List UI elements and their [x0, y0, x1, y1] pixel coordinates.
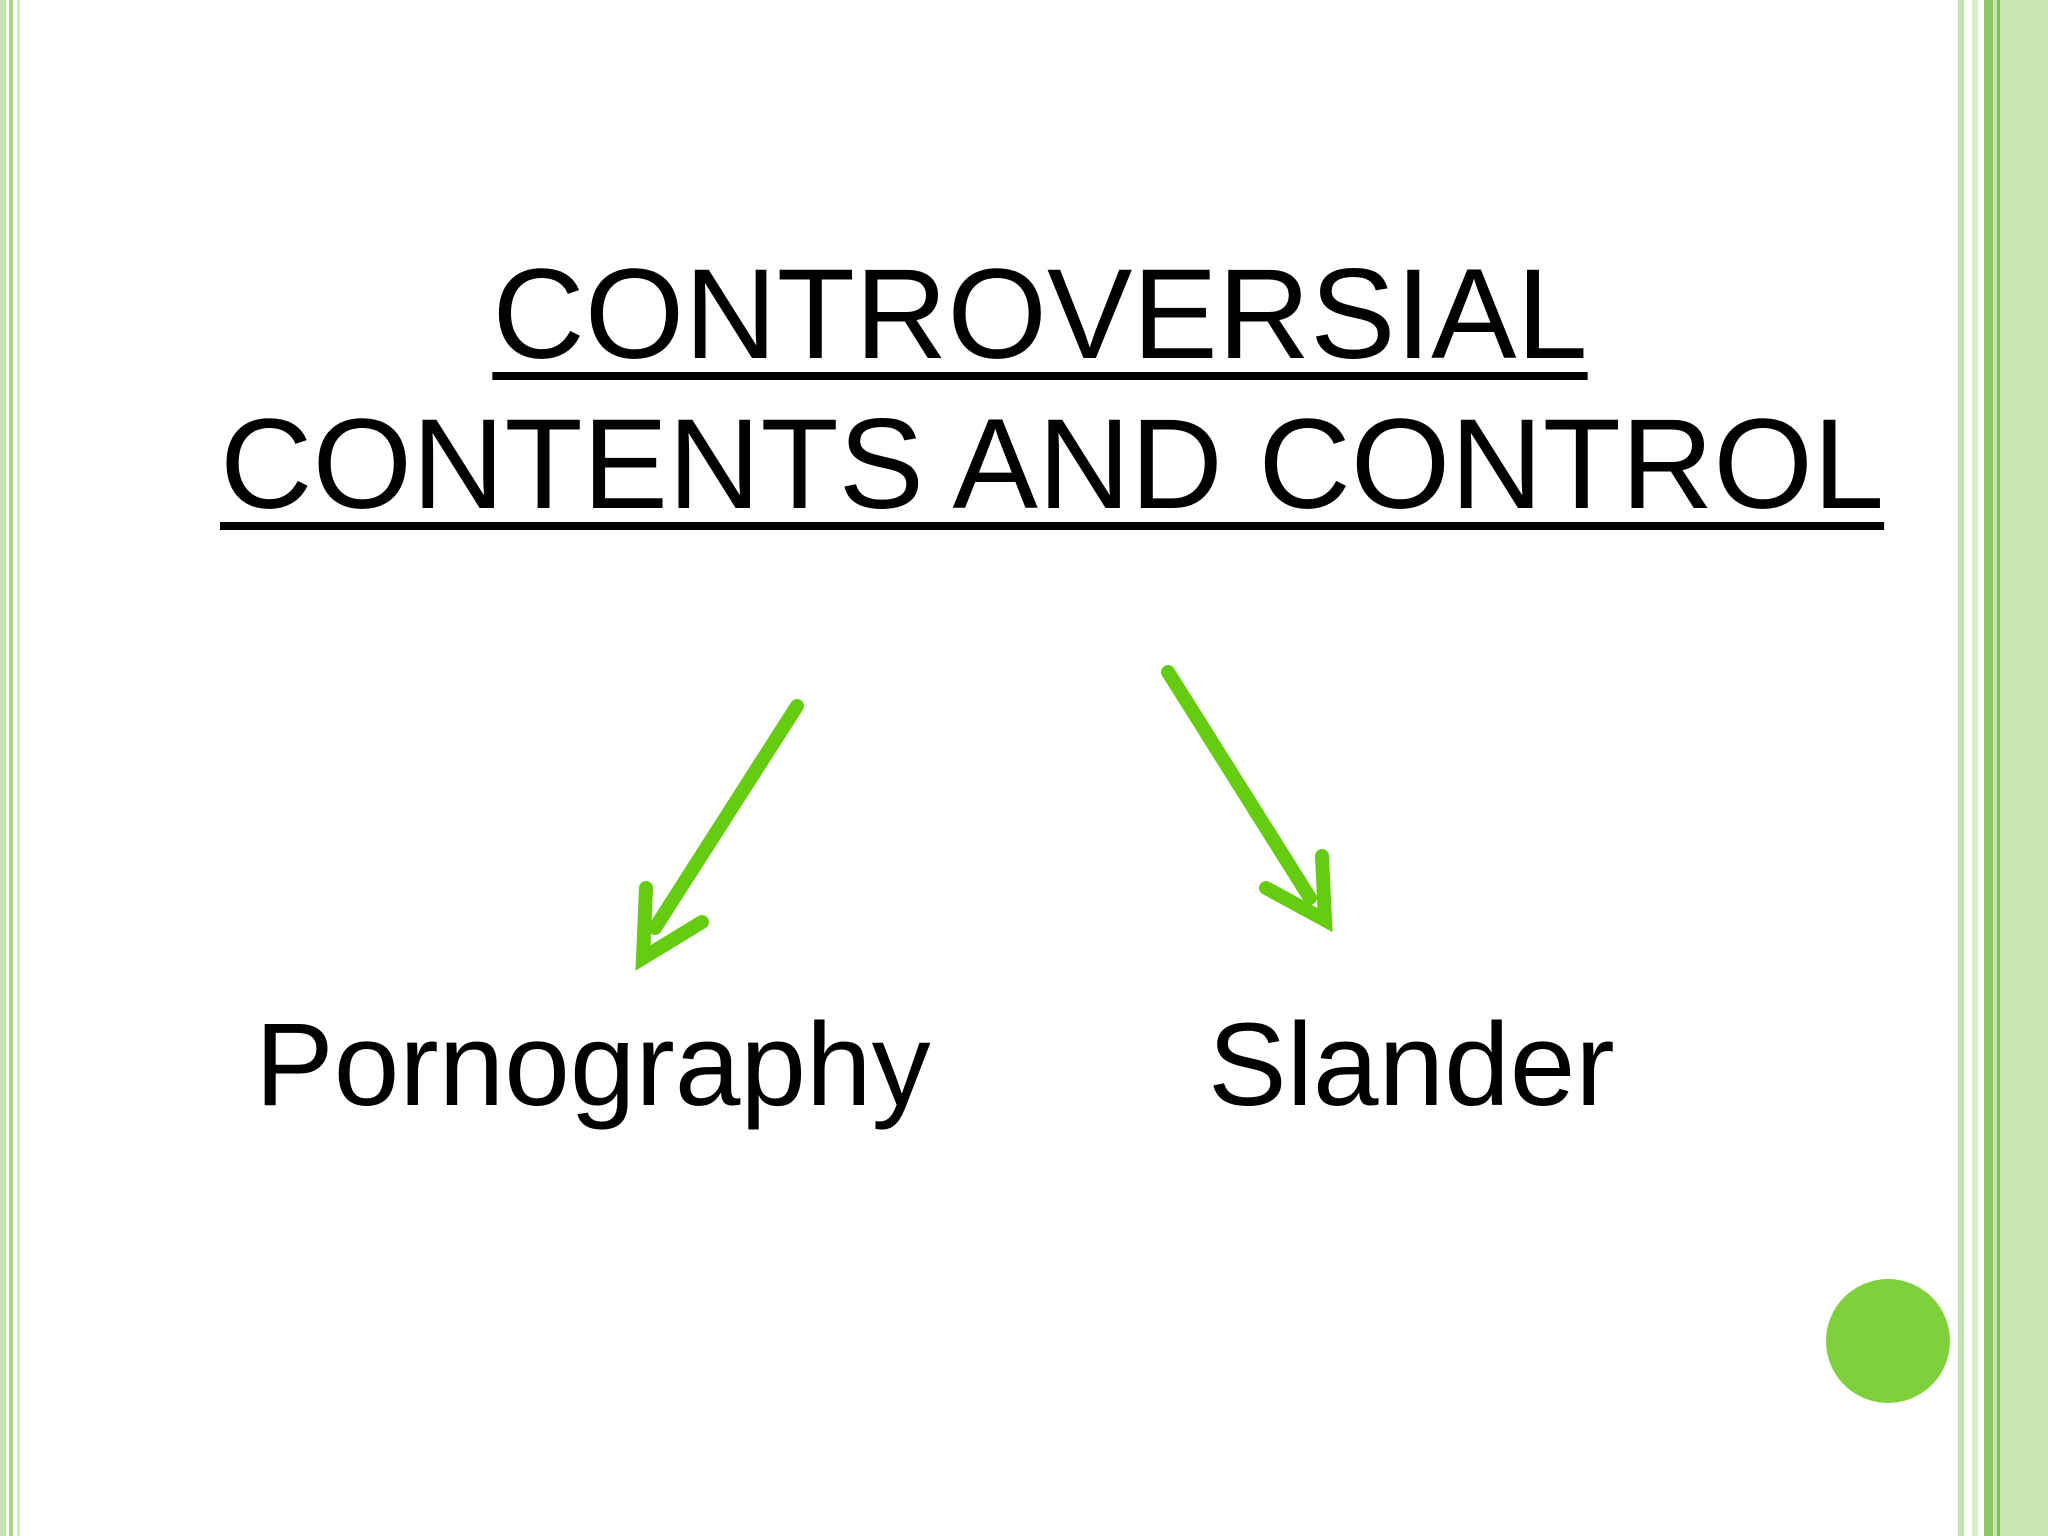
node-slander: Slander: [1208, 999, 1615, 1131]
left-border-stripe: [17, 0, 20, 1536]
right-border-stripe: [1984, 0, 1993, 1536]
right-border-band: [2000, 0, 2048, 1536]
left-border-stripe: [9, 0, 13, 1536]
right-border-stripe: [1993, 0, 1997, 1536]
slide-title: CONTROVERSIAL CONTENTS AND CONTROL: [220, 240, 1884, 540]
arrow-left: [635, 699, 804, 971]
left-border-stripe: [0, 0, 6, 1536]
right-border-stripe: [1997, 0, 2000, 1536]
title-line-2: CONTENTS AND CONTROL: [220, 393, 1885, 536]
node-pornography: Pornography: [255, 999, 931, 1131]
right-border-stripe: [1958, 0, 1964, 1536]
right-border-stripe: [1972, 0, 1978, 1536]
title-line-1: CONTROVERSIAL: [492, 243, 1588, 386]
arrow-right: [1161, 665, 1333, 933]
bullet-circle-icon: [1826, 1279, 1950, 1403]
